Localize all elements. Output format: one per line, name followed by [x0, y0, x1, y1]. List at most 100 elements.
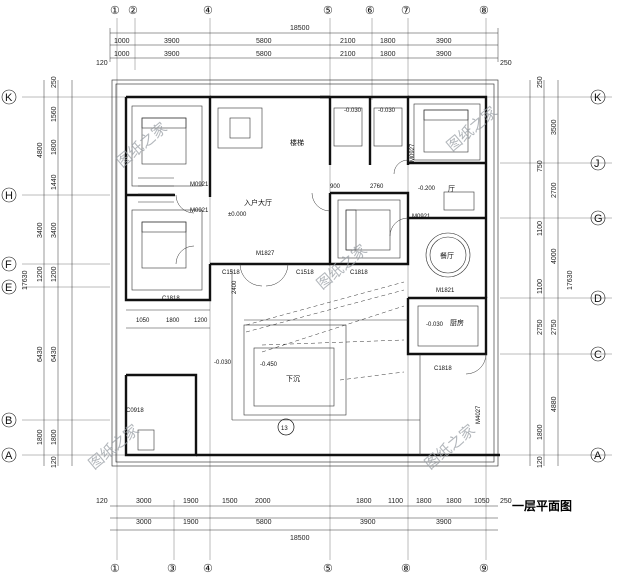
level-mark: ±0.000 — [228, 212, 247, 218]
door-code: M0927 — [410, 143, 416, 162]
dim-label: 1440 — [51, 174, 58, 190]
bottom-dim-row1: 3000 1900 1500 2000 1800 1100 1800 1800 … — [96, 498, 512, 505]
dim-label: 2000 — [255, 498, 271, 505]
dim-label: 1800 — [537, 424, 544, 440]
axis-label: E — [5, 282, 12, 294]
level-mark: -0.030 — [344, 108, 362, 114]
dim-label: 2100 — [340, 38, 356, 45]
dim-label: 4000 — [551, 248, 558, 264]
watermark-text: 图纸之家 — [421, 421, 479, 473]
level-mark: -0.030 — [426, 322, 444, 328]
outer-boundary — [111, 79, 499, 467]
left-axis-labels: K H F E B A — [1, 89, 17, 463]
dim-label: 2100 — [340, 51, 356, 58]
dim-label: 1800 — [416, 498, 432, 505]
door-swings — [175, 159, 487, 375]
dim-label: 3900 — [360, 519, 376, 526]
dim-label: 1900 — [183, 519, 199, 526]
door-code: M0921 — [412, 214, 431, 220]
axis-label: ⑨ — [479, 563, 489, 575]
dim-label: 1000 — [114, 51, 130, 58]
dim-label: 2700 — [551, 182, 558, 198]
door-code: M0921 — [190, 208, 209, 214]
bottom-dim-row2: 3000 1900 5800 3900 3900 — [136, 519, 452, 526]
top-total-dim: 18500 — [290, 25, 310, 32]
right-axis-labels: K J G D C A — [590, 89, 606, 463]
dim-label: 2750 — [537, 319, 544, 335]
dim-label: 1800 — [446, 498, 462, 505]
bottom-dimensions — [110, 505, 498, 531]
section-number: 13 — [281, 426, 288, 432]
axis-label: ② — [128, 5, 138, 17]
door-code: M1821 — [436, 288, 455, 294]
drawing-title: 一层平面图 — [512, 499, 572, 513]
right-dim-inner: 750 1100 1100 2750 1800 250 120 — [537, 76, 544, 468]
room-kitchen: 厨房 — [450, 318, 464, 327]
door-code: M1827 — [256, 251, 275, 257]
dim-label: 1800 — [380, 51, 396, 58]
left-dimensions — [43, 80, 73, 466]
dim-note: 1050 — [136, 318, 150, 324]
dim-label: 1800 — [380, 38, 396, 45]
dim-label: 1800 — [51, 139, 58, 155]
dim-label: 3900 — [164, 38, 180, 45]
axis-grid — [22, 18, 612, 560]
axis-label: G — [594, 213, 603, 225]
dim-label: 1200 — [51, 266, 58, 282]
dim-label: 250 — [500, 60, 512, 67]
dim-label: 120 — [537, 456, 544, 468]
dim-label: 17630 — [567, 270, 574, 290]
axis-label: ① — [110, 5, 120, 17]
room-sunken: 下沉 — [286, 375, 300, 383]
axis-label: H — [5, 190, 13, 202]
axis-label: ④ — [203, 563, 213, 575]
door-code: M4027 — [476, 405, 482, 424]
window-code: C1818 — [162, 296, 180, 302]
interior-lines — [126, 103, 481, 455]
dim-label: 6430 — [51, 346, 58, 362]
dim-label: 3900 — [436, 38, 452, 45]
walls — [124, 95, 500, 457]
axis-label: K — [594, 92, 602, 104]
dim-label: 1800 — [51, 429, 58, 445]
dim-label: 3500 — [551, 119, 558, 135]
dim-label: 1100 — [537, 279, 544, 294]
dim-note: 2400 — [232, 280, 238, 294]
axis-label: B — [5, 415, 12, 427]
axis-label: ⑥ — [365, 5, 375, 17]
door-code: M0921 — [190, 182, 209, 188]
bottom-total-dim: 18500 — [290, 535, 310, 542]
right-dimensions — [529, 80, 559, 466]
top-dim-row1: 1000 3900 5800 2100 1800 3900 — [114, 38, 452, 45]
dashed-lines — [245, 281, 405, 381]
dim-label: 1800 — [356, 498, 372, 505]
dim-label: 1000 — [114, 38, 130, 45]
right-dim-outer: 3500 2700 4000 2750 4880 17630 — [551, 119, 574, 412]
axis-label: A — [594, 450, 602, 462]
room-stairs: 楼梯 — [290, 138, 304, 147]
dim-label: 4800 — [37, 142, 44, 158]
dim-label: 120 — [96, 498, 108, 505]
level-mark: -0.030 — [378, 108, 396, 114]
dim-label: 750 — [537, 160, 544, 172]
dim-label: 250 — [51, 76, 58, 88]
dim-label: 1050 — [474, 498, 490, 505]
window-code: C1818 — [350, 270, 368, 276]
dim-label: 1100 — [537, 221, 544, 236]
left-dim-inner: 1560 1800 1440 3400 1200 6430 1800 250 1… — [51, 76, 58, 468]
dim-note: 900 — [330, 184, 341, 190]
room-lobby: 厅 — [448, 185, 455, 193]
annotations: M1827 M1821 C1818 C1818 C1818 C1518 C151… — [126, 108, 482, 424]
dim-label: 1500 — [222, 498, 238, 505]
dim-label: 2750 — [551, 319, 558, 335]
section-marker: 13 — [277, 418, 295, 436]
top-dimensions — [109, 28, 499, 62]
dim-label: 17630 — [22, 270, 29, 290]
window-code: C0918 — [126, 408, 144, 414]
dim-label: 1800 — [37, 429, 44, 445]
dim-label: 1200 — [37, 266, 44, 282]
room-dining: 餐厅 — [440, 251, 454, 260]
axis-label: ③ — [167, 563, 177, 575]
axis-label: A — [5, 450, 13, 462]
